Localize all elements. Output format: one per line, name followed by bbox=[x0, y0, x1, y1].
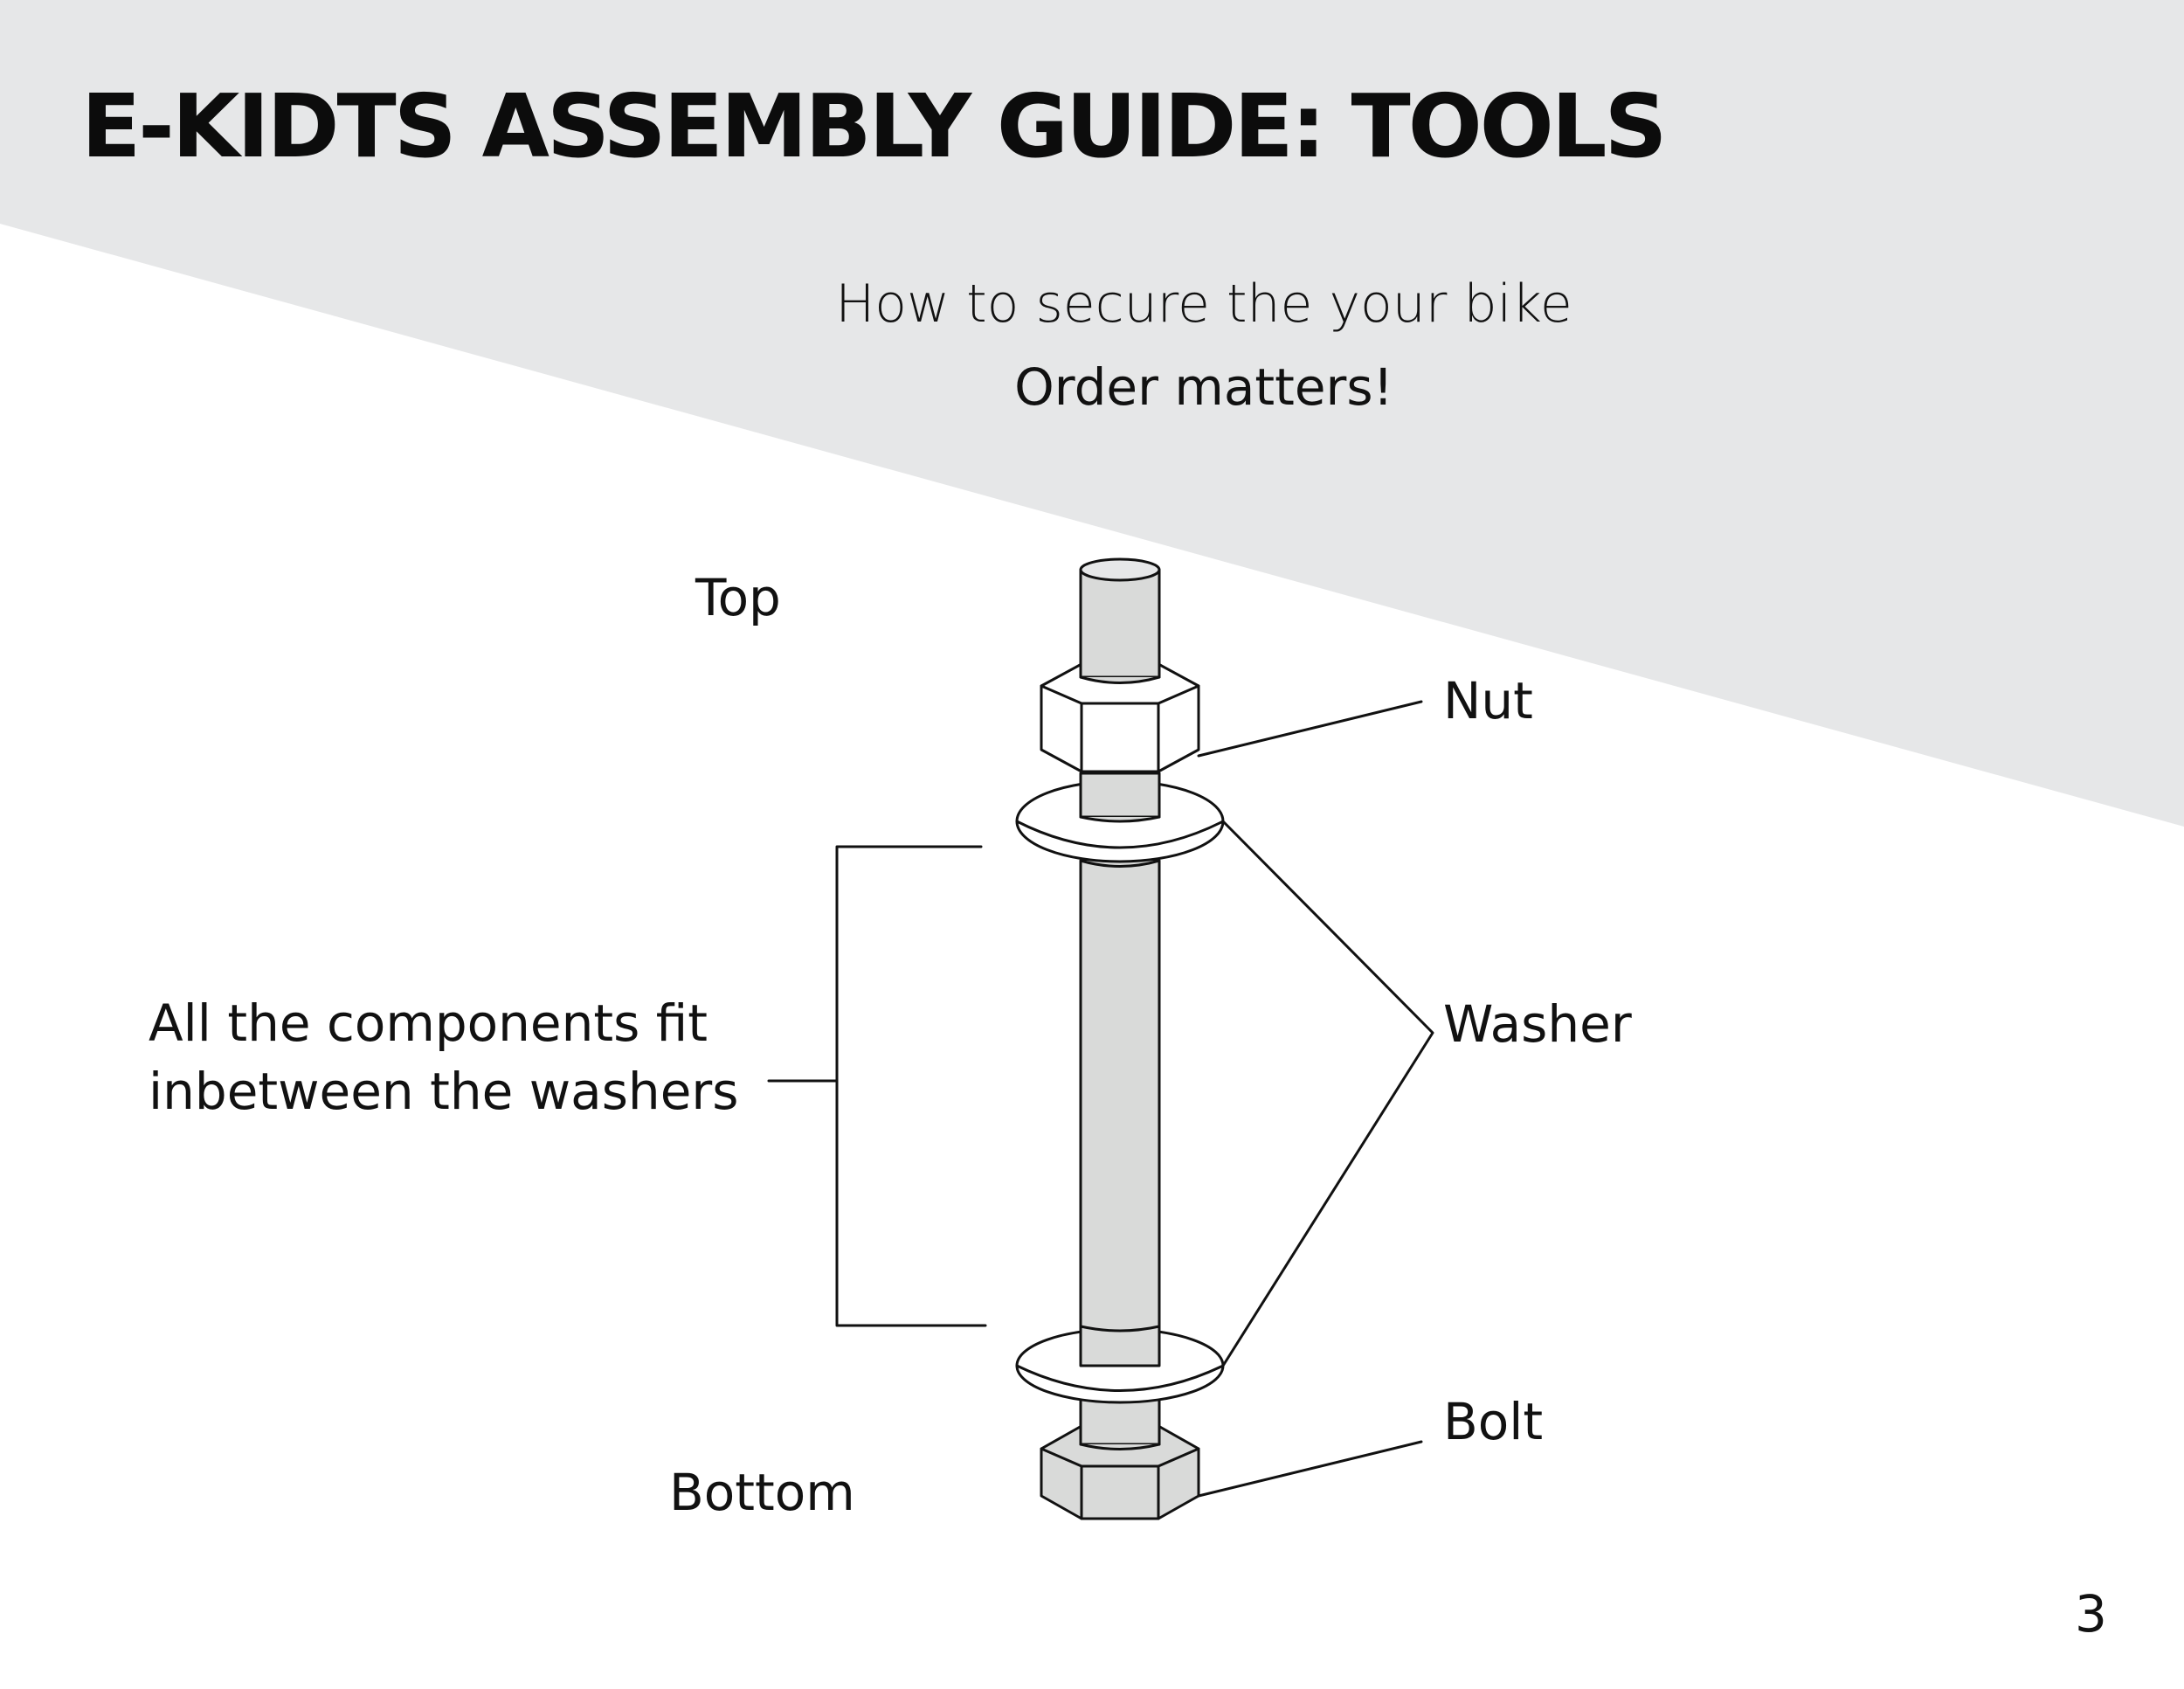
nut-leader-line bbox=[1197, 700, 1423, 758]
components-bracket bbox=[835, 845, 987, 1327]
header-band bbox=[0, 0, 2184, 827]
page-number: 3 bbox=[2075, 1584, 2107, 1644]
page-title: E-KIDTS ASSEMBLY GUIDE: TOOLS bbox=[81, 75, 1668, 177]
tagline: Order matters! bbox=[1014, 357, 1393, 417]
label-nut: Nut bbox=[1443, 671, 1533, 730]
bolt-shaft bbox=[1079, 859, 1161, 1367]
bolt-shank-lower bbox=[1079, 1395, 1161, 1450]
label-washer: Washer bbox=[1443, 994, 1632, 1054]
subtitle: How to secure the your bike bbox=[835, 273, 1572, 335]
washer-leader-line bbox=[1221, 820, 1434, 1367]
bolt-tip bbox=[1079, 557, 1161, 684]
bolt-leader-line bbox=[1197, 1440, 1423, 1498]
upper-washer bbox=[1015, 772, 1225, 863]
label-bottom: Bottom bbox=[669, 1463, 855, 1522]
components-note: All the components fit inbetween the was… bbox=[149, 993, 739, 1121]
label-bolt: Bolt bbox=[1443, 1392, 1544, 1451]
label-top: Top bbox=[695, 568, 781, 627]
